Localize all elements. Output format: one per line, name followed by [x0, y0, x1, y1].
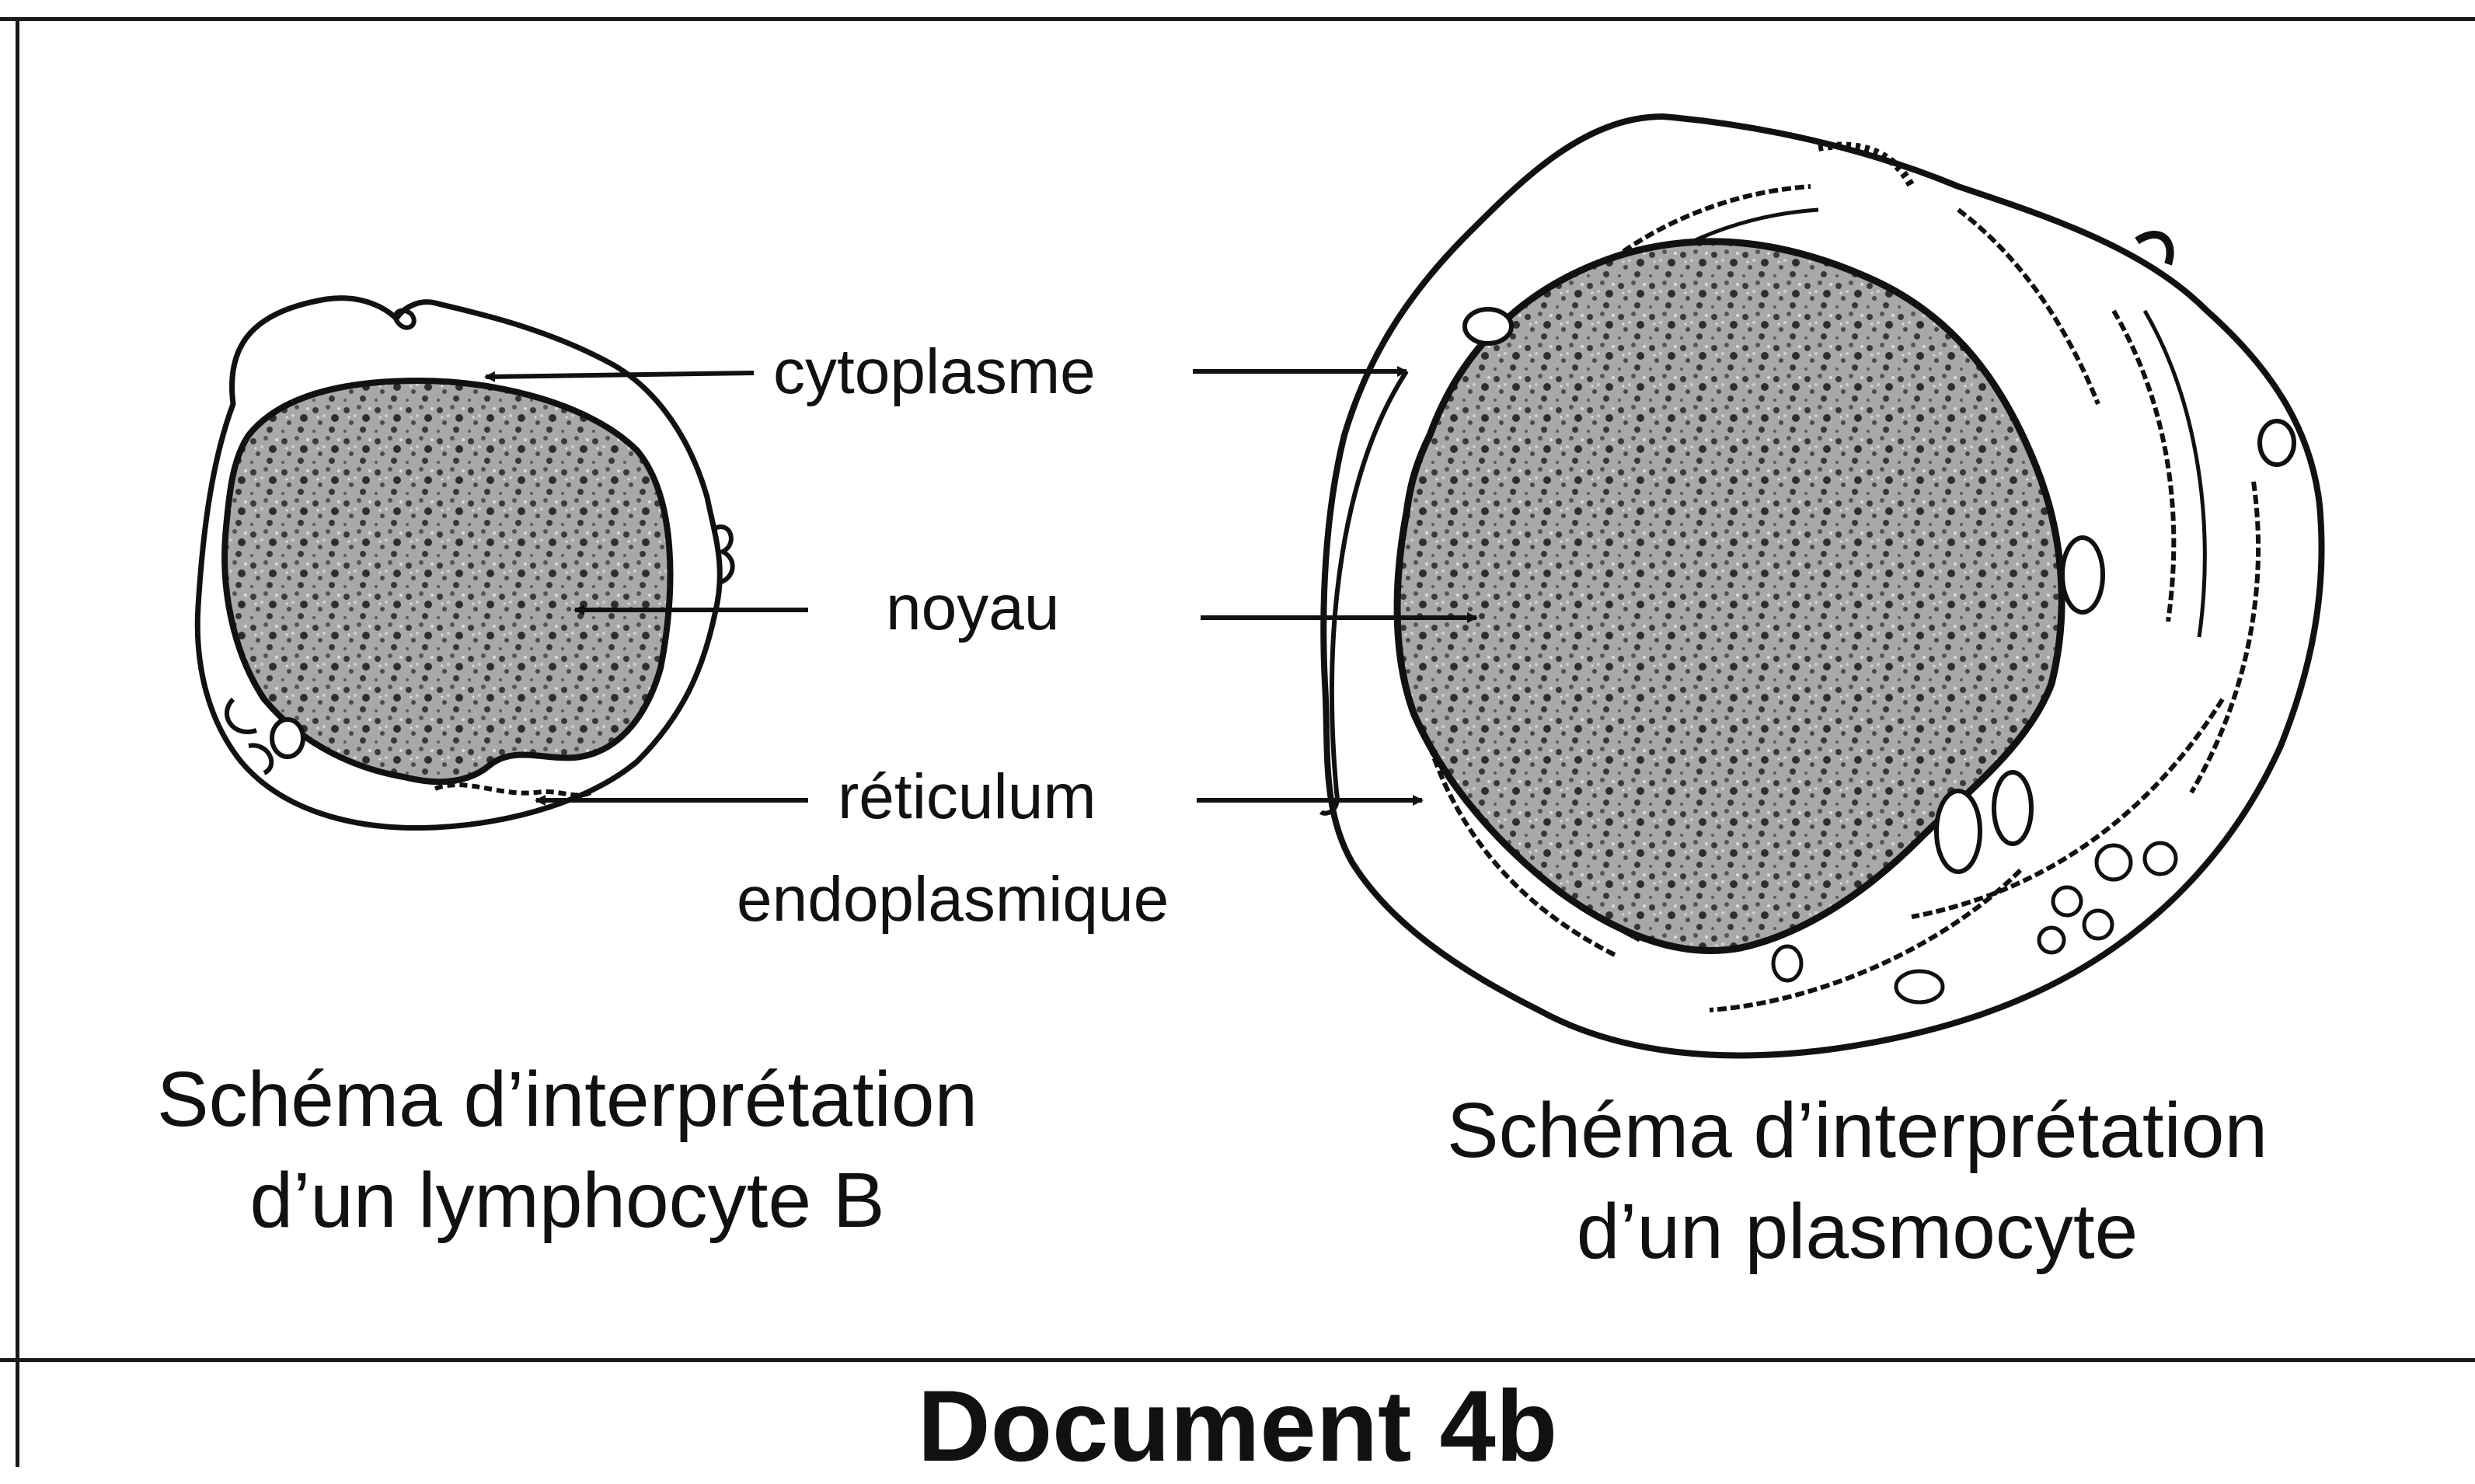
- caption-plasmocyte: Schéma d’interprétation d’un plasmocyte: [1407, 1080, 2308, 1282]
- label-reticulum-line2: endoplasmique: [737, 868, 1169, 932]
- lymphocyte-b-cell: [197, 298, 732, 828]
- label-cytoplasme: cytoplasme: [773, 340, 1096, 404]
- caption-lymphocyte-line1: Schéma d’interprétation: [117, 1049, 1018, 1150]
- caption-plasmocyte-line1: Schéma d’interprétation: [1407, 1080, 2308, 1181]
- label-noyau: noyau: [886, 577, 1059, 640]
- caption-lymphocyte: Schéma d’interprétation d’un lymphocyte …: [117, 1049, 1018, 1251]
- label-reticulum-line1: réticulum: [838, 765, 1096, 829]
- plasmocyte-cell: [1323, 117, 2321, 1055]
- caption-plasmocyte-line2: d’un plasmocyte: [1407, 1181, 2308, 1282]
- caption-lymphocyte-line2: d’un lymphocyte B: [117, 1150, 1018, 1251]
